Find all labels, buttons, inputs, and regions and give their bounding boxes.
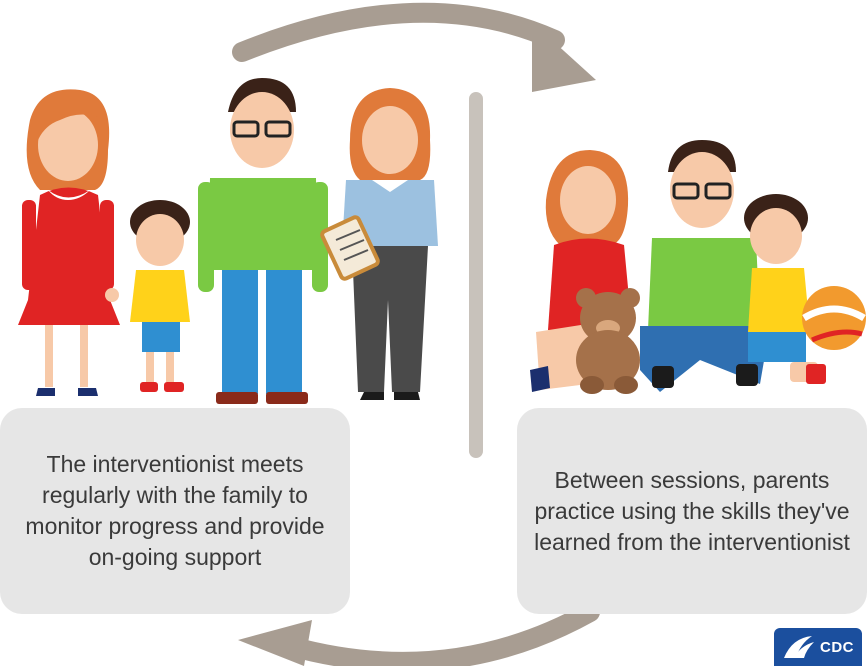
cycle-arrow-bottom-icon: [238, 602, 600, 666]
teddy-bear-figure: [576, 288, 640, 394]
left-caption-text: The interventionist meets regularly with…: [25, 451, 325, 570]
center-divider: [469, 92, 483, 458]
right-caption-text: Between sessions, parents practice using…: [534, 466, 850, 555]
left-caption-box: The interventionist meets regularly with…: [0, 408, 350, 614]
sitting-boy-figure: [744, 194, 826, 384]
right-caption-box: Between sessions, parents practice using…: [517, 408, 867, 614]
cycle-arrow-top-icon: [232, 2, 596, 92]
father-figure: [198, 78, 328, 404]
sitting-father-figure: [640, 140, 770, 392]
eagle-mark-icon: [784, 636, 814, 658]
boy-figure: [130, 200, 190, 392]
interventionist-figure: [320, 88, 438, 400]
mother-figure: [18, 89, 120, 396]
cdc-logo-icon: CDC: [774, 628, 862, 666]
ball-icon: [802, 286, 866, 350]
logo-text: CDC: [820, 638, 854, 656]
